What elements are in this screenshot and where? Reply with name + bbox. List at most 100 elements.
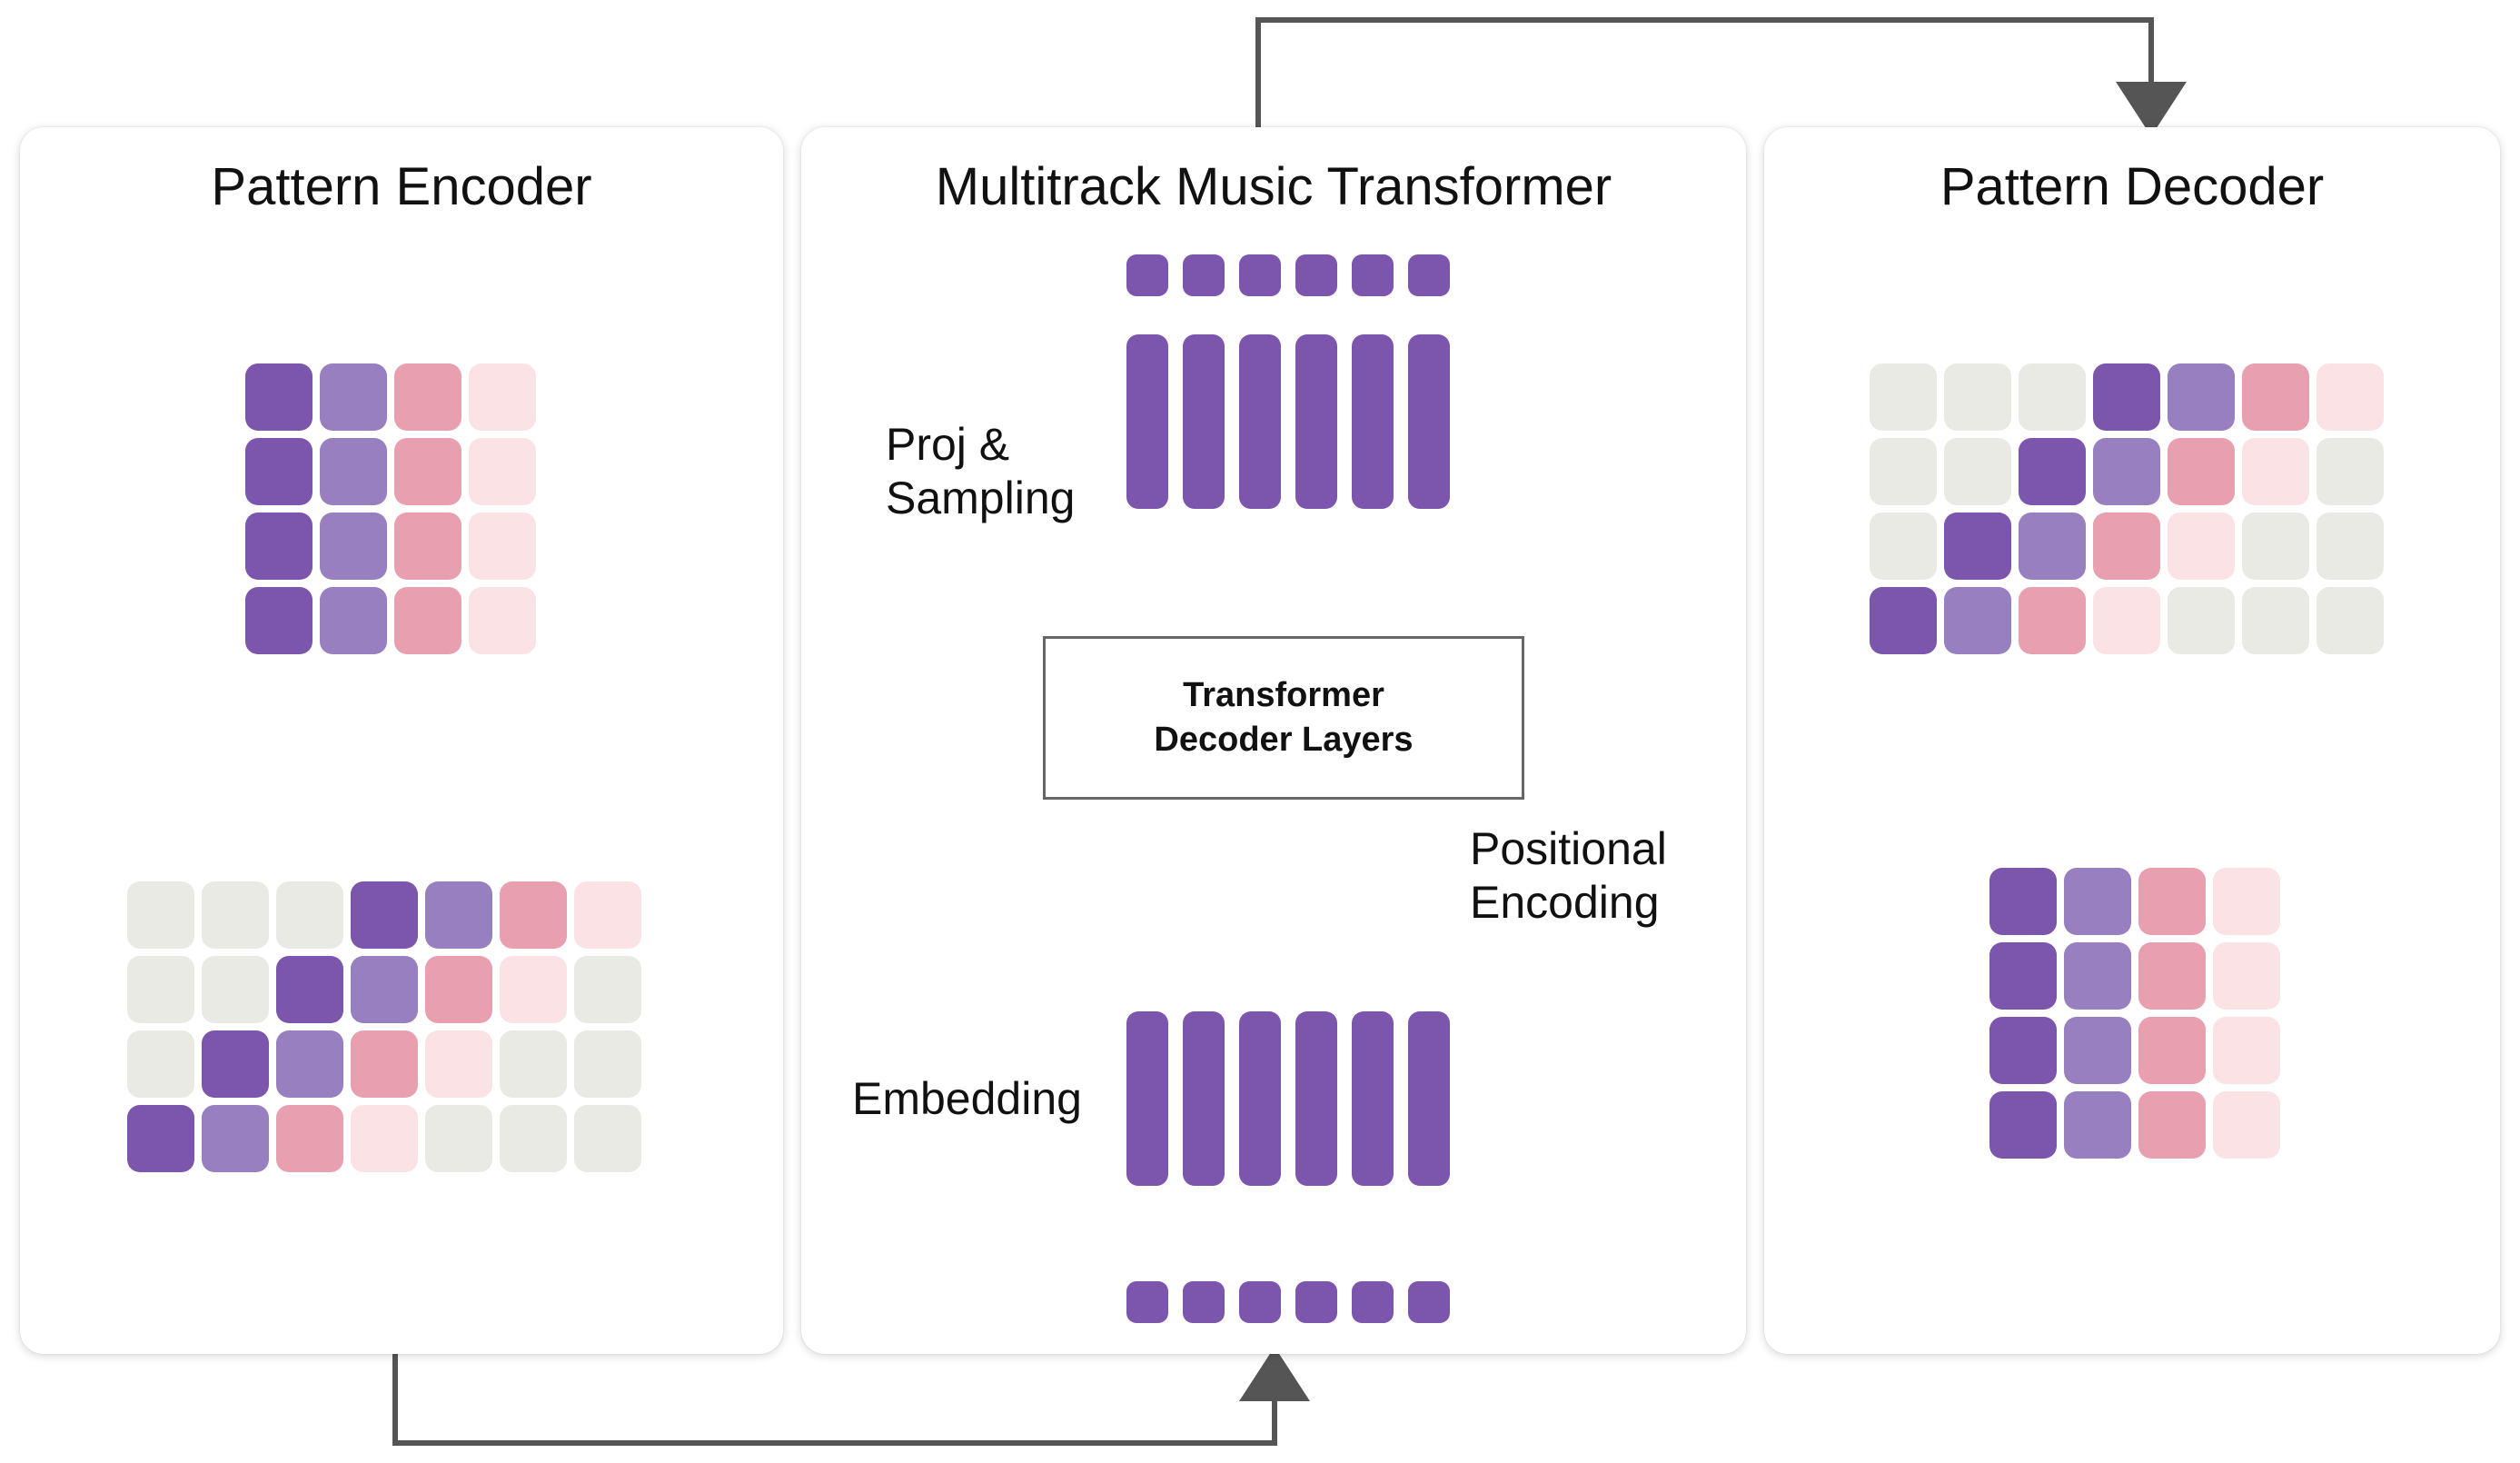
transformer-embedding-bars	[1126, 1011, 1450, 1186]
grid-cell	[202, 881, 269, 949]
grid-cell	[2168, 587, 2235, 654]
transformer-projection-bars	[1126, 334, 1450, 509]
grid-cell	[351, 1105, 418, 1172]
grid-cell	[2064, 1091, 2131, 1159]
grid-cell	[2093, 363, 2160, 431]
grid-cell	[574, 881, 641, 949]
grid-cell	[394, 363, 461, 431]
grid-cell	[1870, 587, 1937, 654]
decoder-layers-label-line1: Transformer	[1183, 676, 1384, 715]
transformer-output-tokens	[1126, 254, 1450, 296]
connector-bottom-feedback	[392, 1347, 1310, 1446]
grid-cell	[1989, 1017, 2057, 1084]
grid-cell	[2242, 438, 2309, 505]
grid-cell	[320, 587, 387, 654]
grid-cell	[2242, 587, 2309, 654]
transformer-bar	[1352, 1011, 1394, 1186]
grid-cell	[2138, 1017, 2206, 1084]
decoder-layers-label-line2: Decoder Layers	[1154, 721, 1414, 759]
grid-cell	[351, 956, 418, 1023]
grid-cell	[2093, 587, 2160, 654]
grid-cell	[2138, 942, 2206, 1010]
transformer-bar	[1295, 334, 1337, 509]
grid-cell	[320, 513, 387, 580]
grid-cell	[2093, 513, 2160, 580]
grid-cell	[276, 1105, 343, 1172]
transformer-token	[1126, 254, 1168, 296]
transformer-bar	[1239, 1011, 1281, 1186]
grid-cell	[425, 1105, 492, 1172]
grid-cell	[1989, 942, 2057, 1010]
transformer-token	[1352, 1281, 1394, 1323]
transformer-bar	[1183, 1011, 1225, 1186]
grid-cell	[351, 881, 418, 949]
grid-cell	[2064, 942, 2131, 1010]
grid-cell	[2168, 438, 2235, 505]
connector-top-feedback	[1255, 17, 2187, 136]
grid-cell	[245, 438, 313, 505]
grid-cell	[202, 956, 269, 1023]
grid-cell	[276, 956, 343, 1023]
grid-cell	[245, 513, 313, 580]
grid-cell	[127, 881, 194, 949]
grid-cell	[202, 1030, 269, 1098]
grid-cell	[2093, 438, 2160, 505]
grid-cell	[2213, 868, 2280, 935]
grid-cell	[574, 1105, 641, 1172]
transformer-bar	[1239, 334, 1281, 509]
grid-encoder-input-pattern	[245, 363, 536, 654]
grid-cell	[1870, 363, 1937, 431]
grid-cell	[2064, 1017, 2131, 1084]
grid-cell	[469, 438, 536, 505]
grid-cell	[1944, 438, 2011, 505]
grid-cell	[2019, 438, 2086, 505]
grid-cell	[245, 587, 313, 654]
grid-cell	[276, 1030, 343, 1098]
grid-cell	[1989, 1091, 2057, 1159]
grid-cell	[500, 1030, 567, 1098]
grid-cell	[469, 513, 536, 580]
transformer-bar	[1126, 334, 1168, 509]
grid-cell	[2213, 1017, 2280, 1084]
grid-cell	[574, 1030, 641, 1098]
transformer-bar	[1408, 334, 1450, 509]
label-positional-encoding: Positional Encoding	[1470, 823, 1667, 928]
grid-cell	[2242, 363, 2309, 431]
grid-cell	[320, 438, 387, 505]
grid-cell	[500, 956, 567, 1023]
grid-cell	[1944, 513, 2011, 580]
label-embedding: Embedding	[852, 1073, 1082, 1124]
transformer-decoder-layers-box: Transformer Decoder Layers	[1043, 636, 1524, 800]
grid-cell	[2242, 513, 2309, 580]
transformer-input-tokens	[1126, 1281, 1450, 1323]
grid-cell	[394, 438, 461, 505]
panel-title-multitrack-music-transformer: Multitrack Music Transformer	[935, 157, 1612, 216]
grid-cell	[1944, 587, 2011, 654]
grid-encoder-output-staggered	[127, 881, 641, 1172]
grid-cell	[2317, 513, 2384, 580]
grid-cell	[1870, 513, 1937, 580]
grid-cell	[245, 363, 313, 431]
grid-cell	[2213, 1091, 2280, 1159]
panel-pattern-decoder	[1764, 127, 2500, 1354]
transformer-token	[1295, 1281, 1337, 1323]
grid-cell	[1870, 438, 1937, 505]
transformer-token	[1408, 1281, 1450, 1323]
transformer-bar	[1183, 334, 1225, 509]
grid-cell	[2168, 363, 2235, 431]
grid-cell	[469, 587, 536, 654]
grid-cell	[1944, 363, 2011, 431]
grid-cell	[2019, 587, 2086, 654]
grid-cell	[2317, 587, 2384, 654]
grid-cell	[276, 881, 343, 949]
grid-cell	[2019, 363, 2086, 431]
grid-cell	[500, 1105, 567, 1172]
transformer-token	[1295, 254, 1337, 296]
panel-title-pattern-encoder: Pattern Encoder	[211, 157, 592, 216]
transformer-token	[1239, 254, 1281, 296]
grid-cell	[425, 956, 492, 1023]
grid-cell	[2317, 438, 2384, 505]
grid-cell	[127, 1105, 194, 1172]
grid-cell	[574, 956, 641, 1023]
